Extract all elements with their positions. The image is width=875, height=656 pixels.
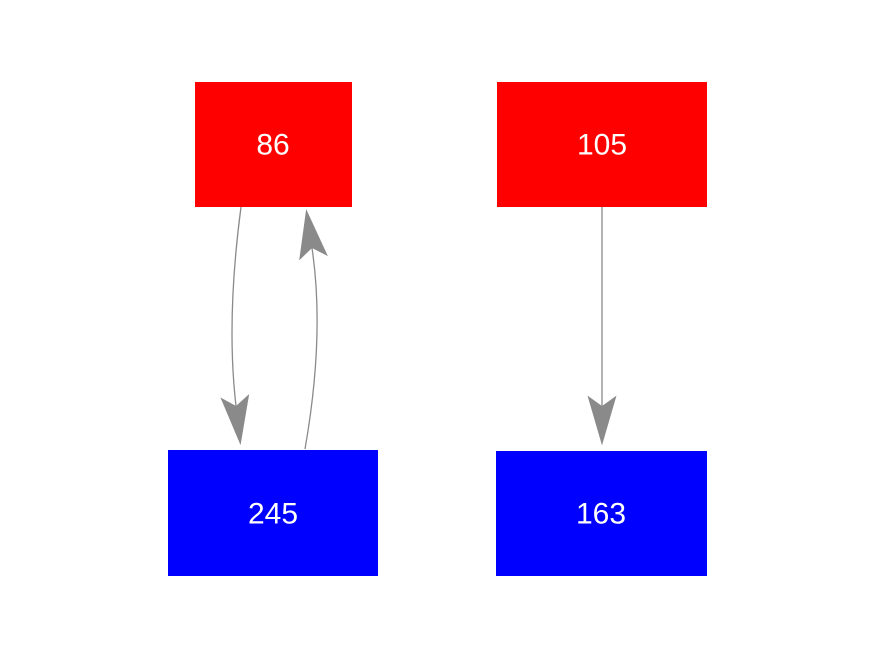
node-163-label: 163 [576, 498, 626, 531]
node-105 [497, 82, 707, 207]
node-163 [496, 451, 707, 576]
edge-245-to-86 [299, 209, 328, 450]
node-86-label: 86 [256, 129, 289, 162]
node-245 [168, 450, 378, 576]
node-86 [195, 82, 352, 207]
edge-86-to-245 [220, 206, 250, 446]
node-105-label: 105 [577, 129, 627, 162]
node-245-label: 245 [248, 498, 298, 531]
